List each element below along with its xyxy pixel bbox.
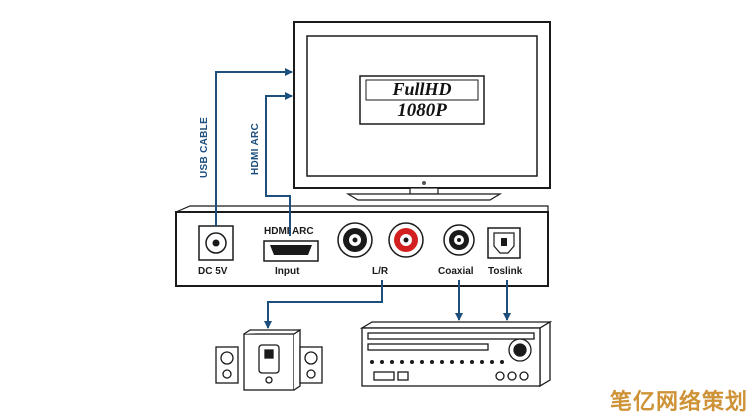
satellite-speaker-left (215, 346, 239, 384)
rca-left-port (337, 222, 373, 258)
converter-box (175, 205, 549, 287)
toslink-port (487, 227, 521, 259)
hdmi-cable-label: HDMI ARC (250, 122, 261, 175)
coaxial-label: Coaxial (438, 266, 474, 277)
dc-5v-label: DC 5V (198, 266, 228, 277)
hdmi-arc-port-label: HDMI ARC (264, 226, 314, 237)
fullhd-logo-text: FullHD (392, 79, 452, 99)
resolution-logo-text: 1080P (397, 100, 447, 121)
receiver-buttons (370, 360, 504, 364)
tv-stand (345, 181, 503, 201)
satellite-speaker-right (299, 346, 323, 384)
lr-audio-cable (264, 280, 383, 329)
fullhd-logo (359, 75, 485, 125)
usb-cable-label: USB CABLE (199, 116, 210, 178)
coaxial-port (443, 224, 475, 256)
rca-right-port (388, 222, 424, 258)
hdmi-input-port (263, 240, 319, 262)
dc-5v-port (198, 225, 234, 261)
lr-label: L/R (372, 266, 389, 277)
hdmi-arc-cable (265, 92, 293, 236)
input-label: Input (275, 266, 300, 277)
usb-cable (215, 68, 293, 226)
speaker-system (215, 328, 323, 391)
tv (293, 21, 551, 201)
av-receiver (359, 320, 553, 388)
receiver-knob (508, 338, 532, 362)
toslink-label: Toslink (488, 266, 523, 277)
subwoofer (243, 328, 301, 391)
watermark-logo: 笔亿网络策划 (610, 390, 749, 415)
